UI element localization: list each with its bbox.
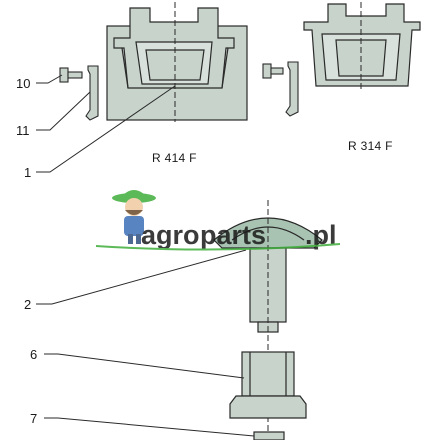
- callout-6: 6: [30, 347, 37, 362]
- clip-11-left: [85, 65, 99, 121]
- leader-7: [44, 417, 255, 437]
- watermark-text-agro: agro: [141, 220, 200, 250]
- callout-1: 1: [24, 165, 31, 180]
- farmer-mascot-icon: [112, 190, 156, 244]
- leader-2: [36, 249, 247, 305]
- nut-part-6: [229, 351, 307, 419]
- watermark-text-parts: parts: [200, 220, 266, 250]
- leader-11: [36, 91, 91, 131]
- callout-2: 2: [24, 297, 31, 312]
- leader-6: [44, 353, 245, 379]
- callout-10: 10: [16, 76, 30, 91]
- clip-11-right: [285, 61, 299, 117]
- leader-lines: [36, 74, 255, 437]
- model-label-right: R 314 F: [348, 139, 393, 153]
- watermark-logo: agro parts .pl: [95, 190, 341, 251]
- leader-10: [36, 74, 63, 84]
- bolt-10-right: [262, 63, 284, 79]
- callout-7: 7: [30, 411, 37, 426]
- washer-part-7: [253, 431, 285, 440]
- housing-r414f: [106, 7, 248, 121]
- model-label-left: R 414 F: [152, 151, 197, 165]
- leader-1: [36, 85, 176, 173]
- callout-11: 11: [16, 123, 30, 138]
- housing-r314f: [303, 3, 421, 87]
- bolt-10-left: [59, 67, 83, 83]
